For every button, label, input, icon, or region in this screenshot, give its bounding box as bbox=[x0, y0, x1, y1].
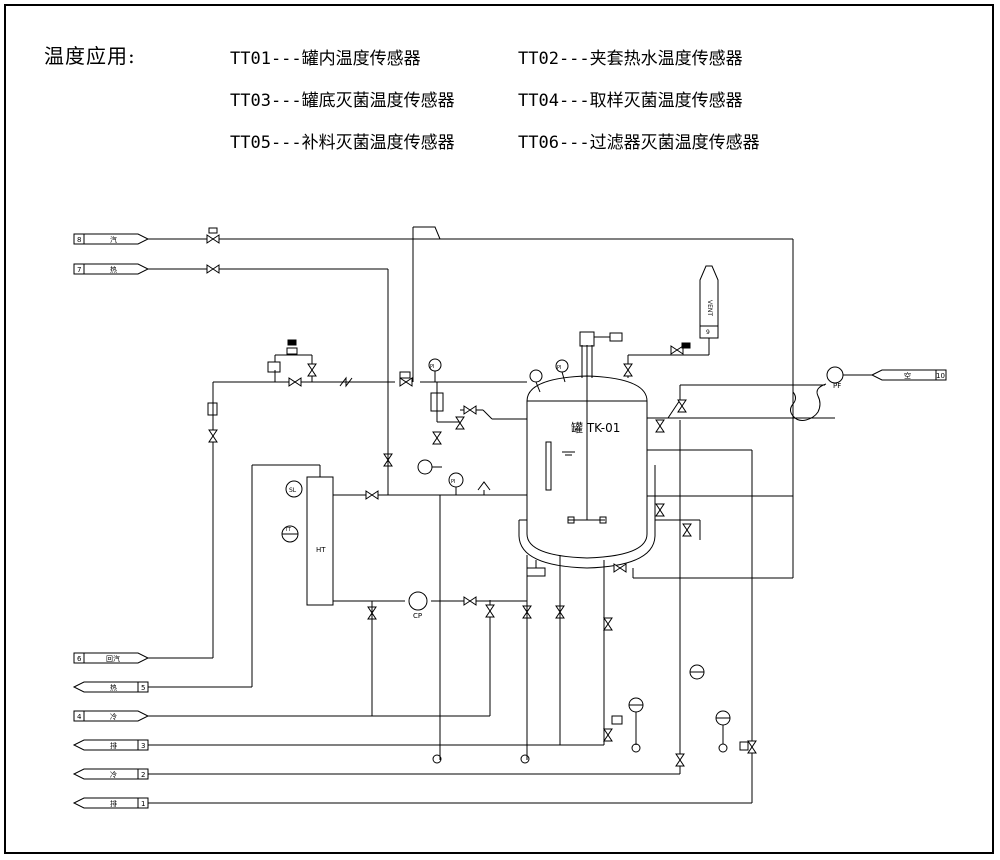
tank-label: 罐 TK-01 bbox=[571, 421, 620, 435]
drawing-frame bbox=[4, 4, 994, 854]
line-number-7: 7 bbox=[77, 266, 81, 274]
line-name-6: 回汽 bbox=[106, 654, 120, 663]
legend-item-tt02: TT02---夹套热水温度传感器 bbox=[518, 49, 743, 69]
legend-title: 温度应用: bbox=[44, 44, 136, 68]
air-filter-pf bbox=[826, 366, 844, 384]
line-number-3: 3 bbox=[141, 742, 145, 750]
line-name-10: 空 bbox=[904, 371, 911, 380]
line-flag-10 bbox=[870, 369, 947, 381]
line-name-4: 冷 bbox=[110, 712, 117, 721]
vent-label: VENT bbox=[706, 300, 713, 316]
temp-label: TT bbox=[284, 527, 292, 533]
tank-tk01 bbox=[526, 375, 648, 559]
line-flag-4 bbox=[73, 710, 150, 722]
level-label: SL bbox=[289, 487, 297, 494]
line-number-10: 10 bbox=[936, 372, 945, 380]
legend-item-tt06: TT06---过滤器灭菌温度传感器 bbox=[518, 133, 760, 153]
legend-item-tt01: TT01---罐内温度传感器 bbox=[230, 49, 421, 69]
pump-cp bbox=[408, 591, 428, 611]
pump-label: CP bbox=[413, 612, 422, 620]
heater-vessel bbox=[306, 476, 334, 606]
legend-item-tt04: TT04---取样灭菌温度传感器 bbox=[518, 91, 743, 111]
line-flag-7 bbox=[73, 263, 150, 275]
gauge-label-3: PI bbox=[557, 365, 562, 371]
vent-filter bbox=[699, 265, 719, 339]
vent-number: 9 bbox=[706, 329, 710, 336]
gauge-label-2: PI bbox=[430, 364, 435, 370]
line-name-5: 热 bbox=[110, 683, 117, 692]
line-number-2: 2 bbox=[141, 771, 145, 779]
line-number-8: 8 bbox=[77, 236, 81, 244]
line-flag-6 bbox=[73, 652, 150, 664]
line-flag-8 bbox=[73, 233, 150, 245]
line-number-6: 6 bbox=[77, 655, 82, 663]
heater-label: HT bbox=[316, 546, 326, 554]
filter-label: PF bbox=[833, 382, 841, 390]
line-name-2: 冷 bbox=[110, 770, 117, 779]
line-number-5: 5 bbox=[141, 684, 145, 692]
line-name-8: 汽 bbox=[110, 235, 117, 244]
line-name-3: 排 bbox=[110, 741, 117, 750]
line-name-1: 排 bbox=[110, 799, 117, 808]
gauge-label-1: PI bbox=[451, 479, 456, 485]
legend-item-tt05: TT05---补料灭菌温度传感器 bbox=[230, 133, 455, 153]
line-number-1: 1 bbox=[141, 800, 145, 808]
legend-item-tt03: TT03---罐底灭菌温度传感器 bbox=[230, 91, 455, 111]
line-name-7: 热 bbox=[110, 265, 117, 274]
line-number-4: 4 bbox=[77, 713, 82, 721]
